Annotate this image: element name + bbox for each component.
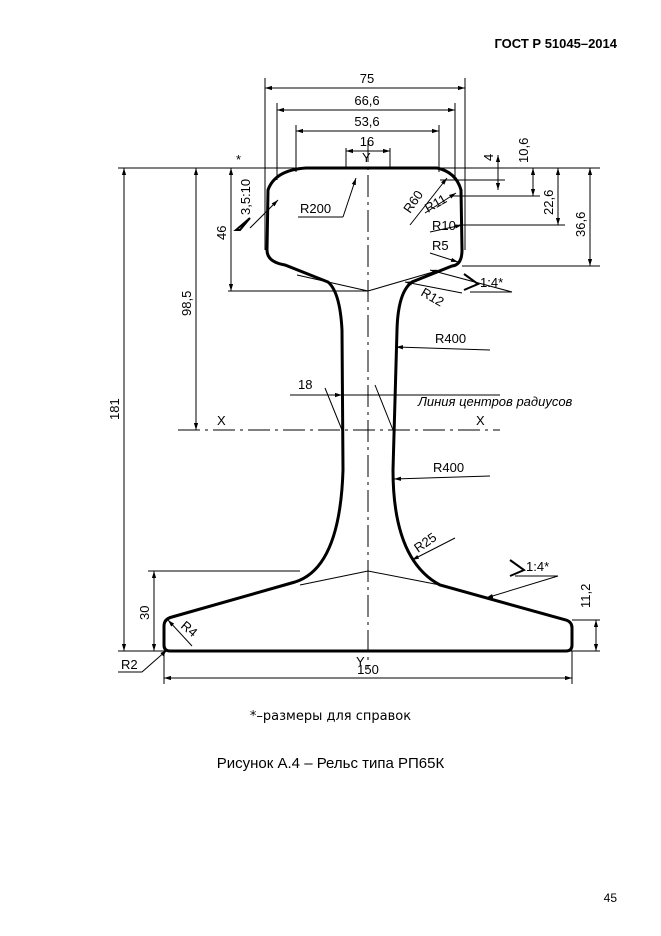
head-undercut-v-right (367, 269, 441, 292)
dim-label-4: 4 (481, 154, 496, 161)
label-r12: R12 (419, 285, 447, 310)
leader-slope-side (249, 199, 279, 229)
leader-r4 (167, 619, 193, 647)
label-r25: R25 (411, 529, 439, 555)
dim-label-16: 16 (360, 134, 374, 149)
label-r4: R4 (178, 618, 200, 640)
reference-dimensions-note: *–размеры для справок (249, 709, 412, 724)
label-r10: R10 (432, 218, 456, 233)
slope-side-star: * (236, 152, 241, 167)
dim-label-181: 181 (107, 398, 122, 420)
leader-r11 (424, 192, 457, 214)
dim-label-150: 150 (357, 662, 379, 677)
leader-r10 (429, 224, 463, 233)
label-slope-head: 1:4* (480, 275, 503, 290)
dim-label-30: 30 (137, 606, 152, 620)
leader-r2 (141, 649, 168, 673)
label-r400-top: R400 (435, 331, 466, 346)
web-width-right-tick (374, 384, 394, 431)
dim-label-10-6: 10,6 (516, 138, 531, 163)
dim-label-22-6: 22,6 (541, 190, 556, 215)
leader-r400-top (395, 345, 491, 351)
slope-symbol-head (463, 273, 481, 291)
foot-v-left (299, 570, 369, 586)
leader-r25 (411, 537, 456, 561)
foot-v-right (367, 570, 441, 586)
axis-label-y-bottom: Y (356, 654, 365, 669)
label-r200: R200 (300, 201, 331, 216)
leader-r5 (429, 252, 459, 263)
slope-symbol-foot (509, 559, 527, 577)
dim-label-36-6: 36,6 (573, 212, 588, 237)
web-width-left-tick (324, 387, 343, 431)
figure-caption: Рисунок А.4 – Рельс типа РП65К (216, 755, 445, 772)
dim-label-66-6: 66,6 (354, 93, 379, 108)
leader-r12 (404, 281, 463, 294)
dim-label-75: 75 (360, 71, 374, 86)
dim-label-98-5: 98,5 (179, 291, 194, 316)
standard-header: ГОСТ Р 51045–2014 (494, 36, 617, 51)
label-r400-bottom: R400 (433, 460, 464, 475)
axis-label-x-right: X (476, 413, 485, 428)
label-radius-centers-line: Линия центров радиусов (417, 394, 573, 409)
page-number: 45 (603, 891, 617, 905)
leader-r200-arrow (342, 177, 357, 218)
axis-label-x-left: X (217, 413, 226, 428)
axis-label-y-top: Y (362, 150, 371, 165)
label-slope-foot: 1:4* (526, 559, 549, 574)
dim-label-46: 46 (214, 226, 229, 240)
dim-label-18: 18 (298, 377, 312, 392)
dim-label-slope-side: 3,5:10 (238, 179, 253, 215)
leader-slope-head (429, 269, 513, 293)
leader-slope-foot (485, 575, 559, 599)
slope-symbol-side (233, 217, 251, 231)
leader-r60 (409, 177, 448, 226)
label-r2: R2 (121, 657, 138, 672)
rail-profile-drawing: 75 66,6 53,6 16 Y Y 3,5:10 * R200 R60 R1… (107, 71, 600, 684)
dim-label-53-6: 53,6 (354, 114, 379, 129)
label-r5: R5 (432, 238, 449, 253)
dim-label-11-2: 11,2 (578, 584, 593, 608)
leader-r400-bottom (393, 475, 491, 481)
head-undercut-v-left (296, 274, 369, 292)
